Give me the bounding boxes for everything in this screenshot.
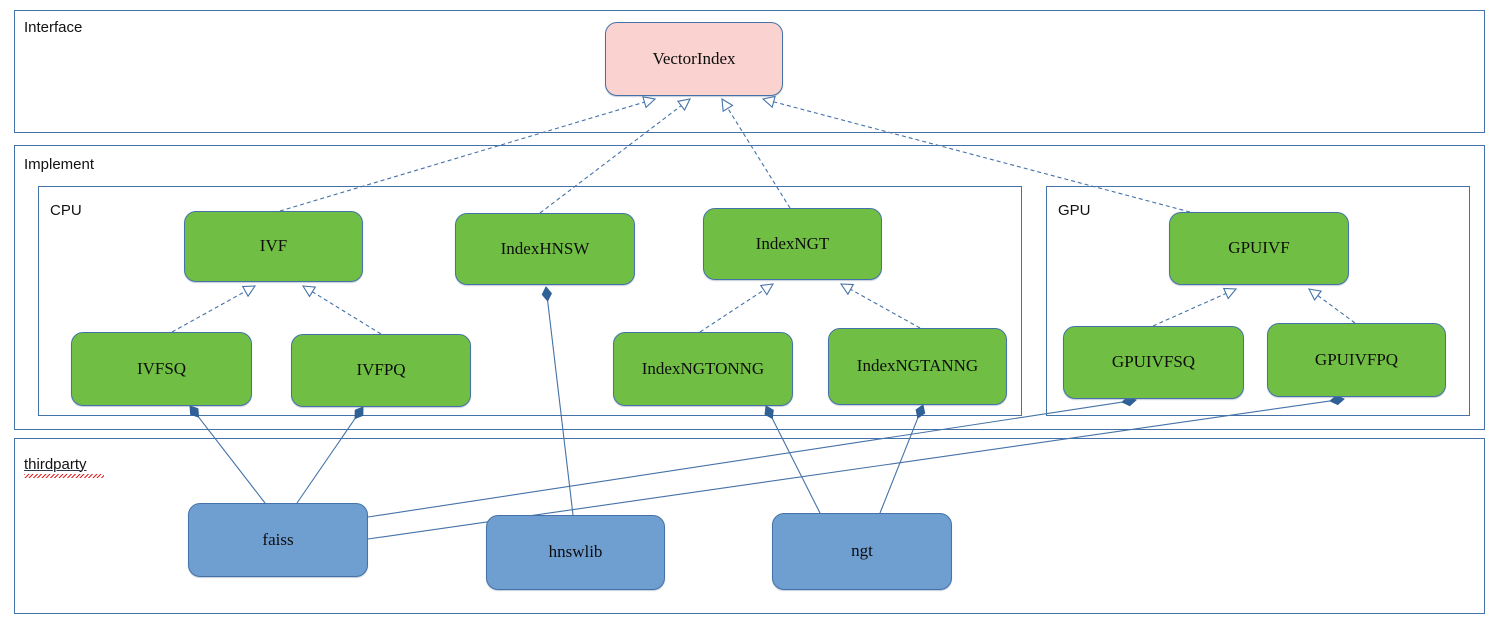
class-node-label: IVF — [259, 236, 288, 256]
class-node-gpuivfsq[interactable]: GPUIVFSQ — [1063, 326, 1244, 399]
class-node-label: IVFSQ — [136, 358, 187, 378]
class-node-label: faiss — [262, 529, 294, 549]
class-node-gpuivf[interactable]: GPUIVF — [1169, 212, 1349, 285]
class-node-label: IndexNGTANNG — [856, 356, 979, 376]
group-label-cpu: CPU — [50, 202, 82, 219]
class-node-hnswlib[interactable]: hnswlib — [486, 515, 665, 590]
class-node-indexngt[interactable]: IndexNGT — [703, 208, 882, 280]
class-node-label: GPUIVFPQ — [1314, 349, 1399, 369]
group-label-interface: Interface — [24, 19, 83, 36]
class-node-label: GPUIVFSQ — [1111, 352, 1196, 372]
class-node-ivfsq[interactable]: IVFSQ — [71, 332, 252, 406]
class-node-faiss[interactable]: faiss — [188, 503, 368, 577]
class-node-indexhnsw[interactable]: IndexHNSW — [455, 213, 635, 285]
class-node-vectorindex[interactable]: VectorIndex — [605, 22, 783, 96]
class-node-label: IndexHNSW — [500, 238, 590, 258]
class-node-label: ngt — [851, 541, 873, 561]
class-node-ivf[interactable]: IVF — [184, 211, 363, 282]
class-node-indexngtanng[interactable]: IndexNGTANNG — [828, 328, 1007, 405]
class-node-ivfpq[interactable]: IVFPQ — [291, 334, 471, 407]
class-node-label: IndexNGT — [755, 233, 830, 253]
class-node-gpuivfpq[interactable]: GPUIVFPQ — [1267, 323, 1446, 397]
class-node-ngt[interactable]: ngt — [772, 513, 952, 590]
group-label-implement: Implement — [24, 156, 95, 173]
class-node-indexngtonng[interactable]: IndexNGTONNG — [613, 332, 793, 406]
class-node-label: IndexNGTONNG — [641, 358, 765, 378]
class-node-label: GPUIVF — [1228, 238, 1290, 258]
class-node-label: hnswlib — [548, 542, 603, 562]
group-label-gpu: GPU — [1058, 202, 1091, 219]
class-node-label: IVFPQ — [356, 360, 406, 380]
group-label-thirdparty: thirdparty — [24, 456, 87, 473]
class-node-label: VectorIndex — [652, 48, 736, 68]
